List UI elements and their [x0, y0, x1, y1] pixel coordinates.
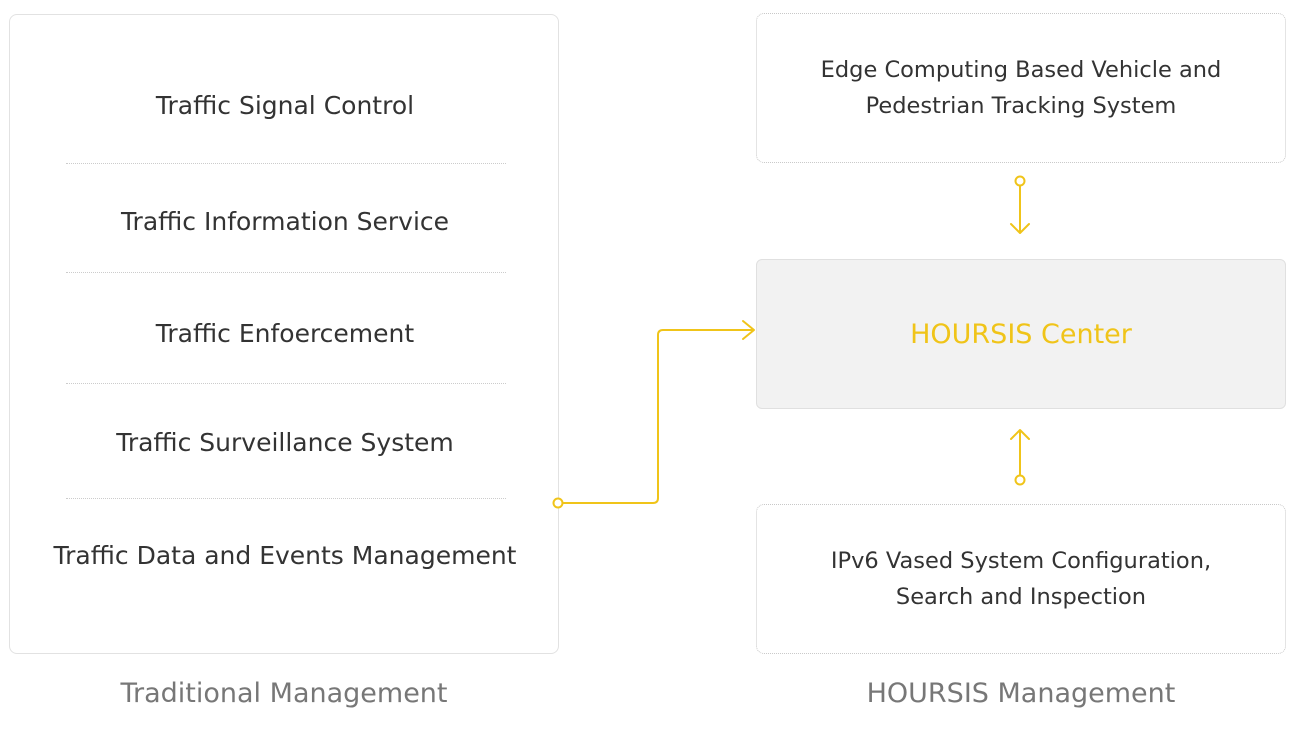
arrow-head-right-icon [742, 320, 755, 340]
hoursis-management-caption: HOURSIS Management [866, 678, 1176, 709]
traditional-to-center-arrow [552, 320, 755, 509]
connector-dot-icon [552, 497, 564, 509]
list-item-traffic-information-service: Traffic Information Service [120, 207, 450, 236]
divider [66, 383, 506, 384]
ipv6-configuration-label: IPv6 Vased System Configuration, Search … [831, 543, 1211, 615]
traditional-management-caption: Traditional Management [120, 678, 448, 709]
ipv6-configuration-box: IPv6 Vased System Configuration, Search … [756, 504, 1286, 654]
hoursis-center-label: HOURSIS Center [910, 318, 1132, 350]
list-item-traffic-signal-control: Traffic Signal Control [155, 91, 415, 120]
connector-dot-icon [1014, 175, 1026, 187]
arrow-head-up-icon [1010, 429, 1030, 440]
divider [66, 498, 506, 499]
edge-computing-label-line1: Edge Computing Based Vehicle and [820, 57, 1222, 83]
list-item-traffic-surveillance-system: Traffic Surveillance System [116, 428, 454, 457]
traditional-management-panel: Traffic Signal Control Traffic Informati… [9, 14, 559, 654]
edge-computing-box: Edge Computing Based Vehicle and Pedestr… [756, 13, 1286, 163]
connector-line [562, 329, 754, 504]
divider [66, 272, 506, 273]
arrow-head-down-icon [1010, 223, 1030, 234]
hoursis-center-box: HOURSIS Center [756, 259, 1286, 409]
divider [66, 163, 506, 164]
ipv6-to-center-arrow [1010, 429, 1030, 486]
connector-dot-icon [1014, 474, 1026, 486]
ipv6-configuration-label-line2: Search and Inspection [895, 584, 1147, 610]
ipv6-configuration-label-line1: IPv6 Vased System Configuration, [830, 548, 1212, 574]
list-item-traffic-data-and-events-management: Traffic Data and Events Management [53, 541, 517, 570]
edge-computing-label: Edge Computing Based Vehicle and Pedestr… [821, 52, 1222, 124]
edge-computing-label-line2: Pedestrian Tracking System [865, 93, 1177, 119]
list-item-traffic-enforcement: Traffic Enfoercement [155, 319, 415, 348]
edge-to-center-arrow [1010, 175, 1030, 234]
